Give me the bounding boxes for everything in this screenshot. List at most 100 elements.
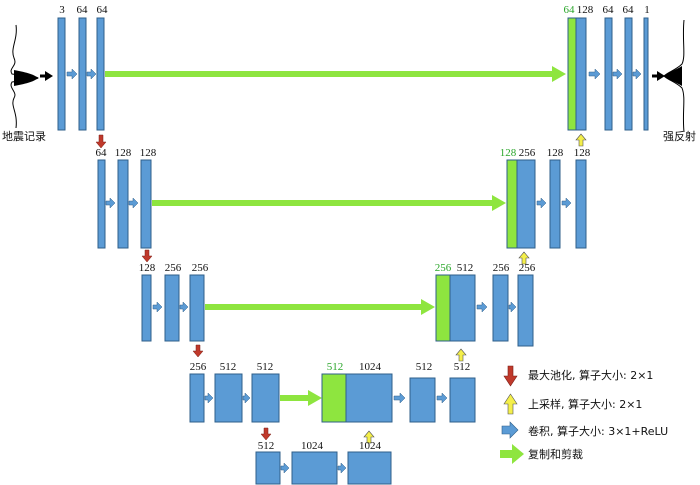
conv-arrow-icon — [204, 392, 214, 404]
conv-arrow-icon — [242, 392, 251, 404]
r4-out-label-2: 512 — [416, 361, 433, 373]
r2-dec-block-1 — [549, 159, 561, 249]
r1-label-2: 64 — [77, 4, 89, 16]
r1-output-block — [643, 17, 649, 131]
output-arrow-icon — [652, 71, 665, 81]
r4-block-3 — [251, 373, 280, 423]
r1-block-2 — [78, 17, 87, 131]
conv-arrow-icon — [66, 68, 78, 80]
conv-arrow-icon — [588, 68, 601, 80]
conv-arrow-icon — [86, 68, 97, 80]
legend-upsample-label: 上采样, 算子大小: 2×1 — [528, 397, 642, 411]
legend-pool-icon — [503, 365, 518, 387]
r1-out-label-1: 128 — [577, 4, 594, 16]
r3-label-1: 128 — [139, 262, 156, 274]
r2-up-block — [516, 159, 536, 249]
r1-label-3: 64 — [97, 4, 109, 16]
r4-copy-block — [321, 373, 347, 423]
r2-block-3 — [140, 159, 152, 249]
conv-arrow-icon — [128, 197, 139, 209]
r4-label-3: 512 — [257, 361, 274, 373]
r5-block-3 — [347, 451, 392, 485]
conv-arrow-icon — [280, 462, 290, 474]
copy-arrow-icon — [280, 390, 322, 406]
r3-out-label-3: 256 — [519, 262, 536, 274]
r1-copy-block — [567, 17, 577, 131]
r2-label-3: 128 — [140, 147, 157, 159]
legend-conv-label: 卷积, 算子大小: 3×1+ReLU — [528, 424, 668, 438]
r3-block-1 — [141, 274, 152, 342]
r1-label-1: 3 — [59, 4, 65, 16]
r2-block-1 — [97, 159, 106, 249]
r1-dec-block-1 — [604, 17, 613, 131]
r1-out-label-2: 64 — [603, 4, 615, 16]
pool-arrow-icon — [141, 249, 153, 263]
r3-block-3 — [189, 274, 205, 342]
r1-block-3 — [96, 17, 105, 131]
r3-out-label-1: 512 — [457, 262, 474, 274]
r5-label-2: 1024 — [301, 440, 324, 452]
r4-label-1: 256 — [190, 361, 207, 373]
r3-dec-block-1 — [492, 274, 509, 342]
legend: 最大池化, 算子大小: 2×1 上采样, 算子大小: 2×1 卷积, 算子大小:… — [500, 365, 668, 464]
conv-arrow-icon — [632, 68, 642, 80]
copy-arrow-icon — [205, 299, 435, 315]
legend-copy-label: 复制和剪裁 — [528, 447, 583, 461]
output-waveform-icon — [663, 19, 685, 133]
r3-up-block — [449, 274, 476, 342]
r1-block-1 — [57, 17, 66, 131]
conv-arrow-icon — [393, 392, 406, 404]
r4-copy-label: 512 — [327, 361, 344, 373]
r1-up-block — [575, 17, 587, 131]
conv-arrow-icon — [152, 301, 163, 313]
conv-arrow-icon — [179, 301, 189, 313]
r2-dec-block-2 — [575, 159, 587, 249]
r2-copy-label: 128 — [500, 147, 517, 159]
r4-out-label-1: 1024 — [359, 361, 382, 373]
upsample-arrow-icon — [518, 251, 530, 265]
r4-up-block — [345, 373, 393, 423]
output-caption: 强反射 — [663, 129, 696, 143]
r4-dec-block-1 — [409, 377, 436, 423]
r1-out-label-4: 1 — [644, 4, 650, 16]
r2-out-label-1: 256 — [519, 147, 536, 159]
legend-pool-label: 最大池化, 算子大小: 2×1 — [528, 368, 653, 382]
r3-label-2: 256 — [165, 262, 182, 274]
legend-conv-icon — [501, 421, 519, 439]
conv-arrow-icon — [476, 301, 488, 313]
r4-label-2: 512 — [220, 361, 237, 373]
conv-arrow-icon — [536, 197, 547, 209]
pool-arrow-icon — [95, 134, 107, 149]
r2-out-label-2: 128 — [547, 147, 564, 159]
input-arrow-icon — [40, 71, 53, 81]
r2-copy-block — [506, 159, 518, 249]
upsample-arrow-icon — [363, 430, 375, 444]
input-caption: 地震记录 — [2, 130, 46, 143]
r3-out-label-2: 256 — [493, 262, 510, 274]
pool-arrow-icon — [192, 344, 204, 358]
r1-dec-block-2 — [624, 17, 633, 131]
r2-label-2: 128 — [115, 147, 132, 159]
conv-arrow-icon — [105, 197, 116, 209]
copy-arrow-icon — [105, 66, 566, 82]
conv-arrow-icon — [337, 462, 347, 474]
upsample-arrow-icon — [575, 133, 587, 147]
r4-block-2 — [214, 373, 243, 423]
r3-dec-block-2 — [517, 274, 534, 347]
conv-arrow-icon — [561, 197, 572, 209]
copy-arrow-icon — [152, 195, 506, 211]
r3-block-2 — [164, 274, 180, 342]
legend-copy-icon — [500, 444, 524, 464]
r5-block-1 — [255, 451, 281, 485]
r1-copy-label: 64 — [564, 4, 576, 16]
r3-copy-label: 256 — [435, 262, 452, 274]
r2-block-2 — [117, 159, 129, 249]
r1-out-label-3: 64 — [623, 4, 635, 16]
r2-label-1: 64 — [96, 147, 108, 159]
r2-out-label-3: 128 — [574, 147, 591, 159]
r3-label-3: 256 — [192, 262, 209, 274]
r5-block-2 — [291, 451, 338, 485]
r5-label-1: 512 — [258, 440, 275, 452]
